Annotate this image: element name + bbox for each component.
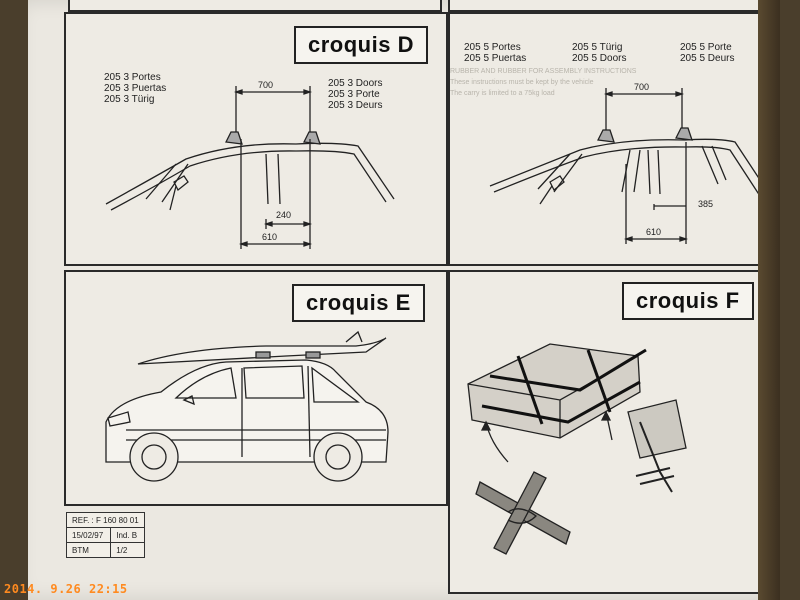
panel-title: croquis D xyxy=(294,26,428,64)
labels-col1: 205 5 Portes 205 5 Puertas xyxy=(464,42,526,64)
label: 205 3 Porte xyxy=(328,89,380,100)
panel-title: croquis E xyxy=(292,284,425,322)
label: 205 3 Türig xyxy=(104,94,155,105)
background-text: RUBBER AND RUBBER FOR ASSEMBLY INSTRUCTI… xyxy=(450,68,637,97)
labels-right: 205 3 Doors 205 3 Porte 205 3 Deurs xyxy=(328,78,382,111)
panel-title: croquis F xyxy=(622,282,754,320)
labels-col3: 205 5 Porte 205 5 Deurs xyxy=(680,42,734,64)
ref-date: 15/02/97 xyxy=(65,527,112,543)
dimension-610: 610 xyxy=(646,227,662,237)
labels-col2: 205 5 Türig 205 5 Doors xyxy=(572,42,626,64)
label: 205 5 Porte xyxy=(680,42,732,53)
dimension-700: 700 xyxy=(258,80,274,90)
ref-index: Ind. B xyxy=(110,527,145,543)
car-with-surfboard-diagram xyxy=(105,330,389,482)
dimension-700: 700 xyxy=(634,82,650,92)
panel-croquis-d-right: RUBBER AND RUBBER FOR ASSEMBLY INSTRUCTI… xyxy=(448,12,774,266)
label: 205 5 Türig xyxy=(572,42,623,53)
dimension-385: 385 xyxy=(698,199,714,209)
panel-croquis-e: croquis E xyxy=(64,270,448,506)
ref-btm: BTM xyxy=(65,542,112,558)
top-strip-right xyxy=(448,0,772,12)
ref-number: REF. : F 160 80 01 xyxy=(66,512,145,528)
label: 205 3 Deurs xyxy=(328,100,383,111)
panel-croquis-f: croquis F xyxy=(448,270,774,594)
top-strip-left xyxy=(68,0,442,12)
car-roof-3door-diagram xyxy=(105,86,395,249)
camera-timestamp: 2014. 9.26 22:15 xyxy=(4,582,128,596)
manual-page: croquis D 205 3 Portes 205 3 Puertas 205… xyxy=(28,0,780,600)
dimension-610: 610 xyxy=(262,232,278,242)
binder-edge xyxy=(758,0,780,600)
ref-page: 1/2 xyxy=(110,542,145,558)
label: 205 3 Portes xyxy=(104,72,161,83)
car-roof-5door-diagram xyxy=(489,88,769,244)
dimension-240: 240 xyxy=(276,210,292,220)
label: 205 5 Deurs xyxy=(680,53,735,64)
label: 205 5 Doors xyxy=(572,53,627,64)
label: 205 5 Puertas xyxy=(464,53,527,64)
labels-left: 205 3 Portes 205 3 Puertas 205 3 Türig xyxy=(104,72,166,105)
label: 205 3 Puertas xyxy=(104,83,167,94)
reference-table: REF. : F 160 80 01 15/02/97 Ind. B BTM 1… xyxy=(65,512,145,558)
label: 205 3 Doors xyxy=(328,78,383,89)
label: 205 5 Portes xyxy=(464,42,521,53)
panel-croquis-d-left: croquis D 205 3 Portes 205 3 Puertas 205… xyxy=(64,12,448,266)
luggage-strapping-diagram xyxy=(467,343,687,555)
